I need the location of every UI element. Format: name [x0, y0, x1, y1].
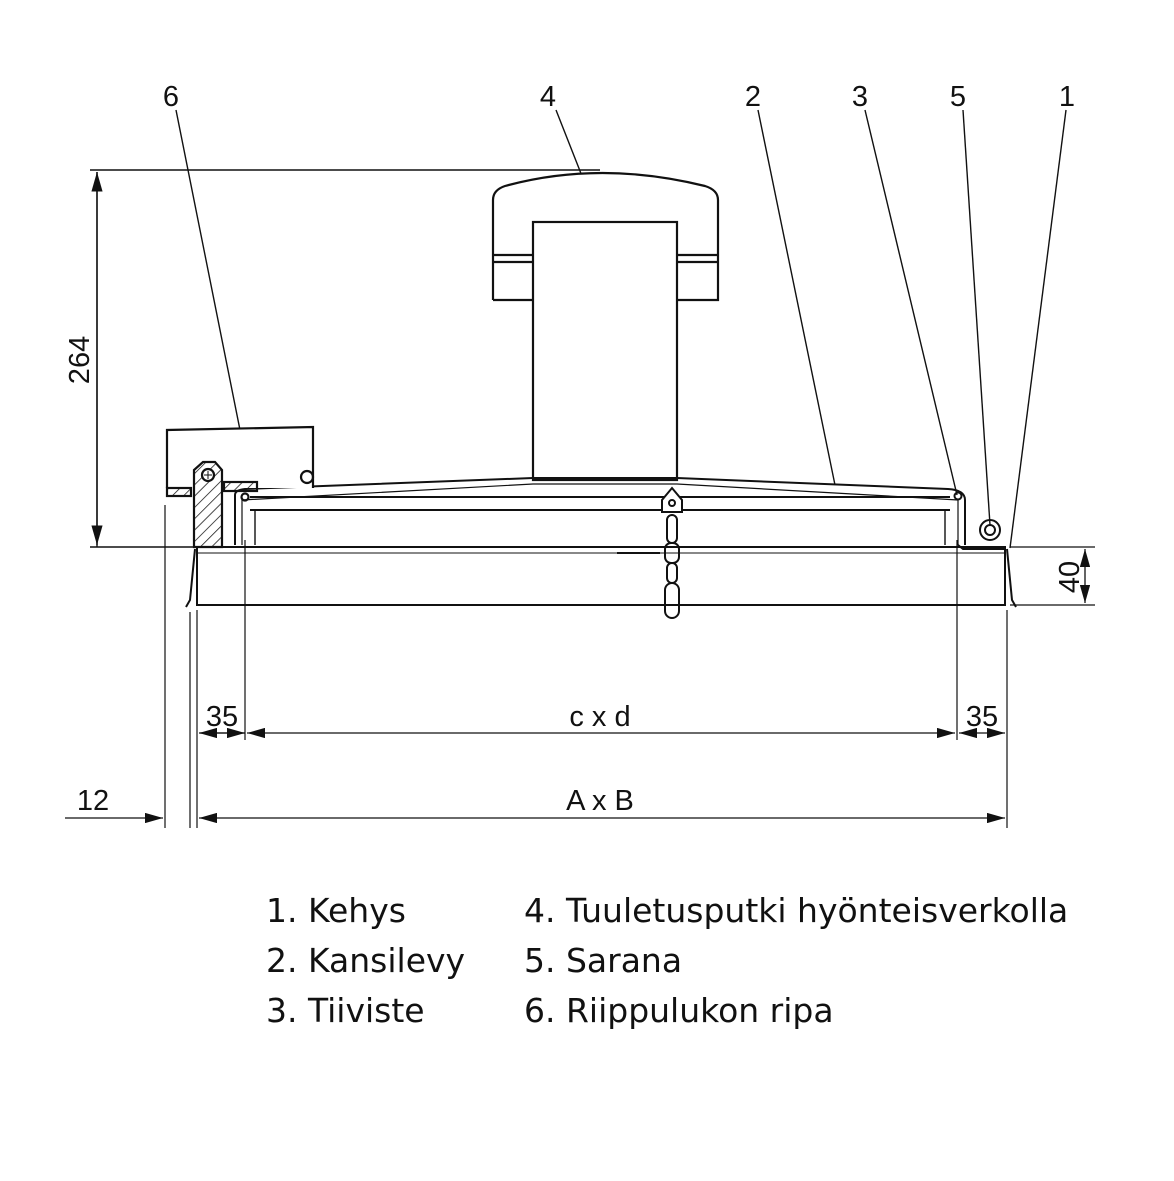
callout-4: 4 [540, 81, 556, 113]
dim-height: 264 [64, 336, 96, 384]
dim-frame-height: 40 [1054, 561, 1086, 593]
dim-margin-left: 35 [206, 701, 238, 733]
dimension-lines [65, 549, 1091, 824]
legend-item: 1. Kehys [266, 891, 406, 930]
legend-right: 4. Tuuletusputki hyönteisverkolla 5. Sar… [524, 886, 1068, 1036]
callout-3: 3 [852, 81, 868, 113]
frame [185, 546, 1017, 608]
legend-item: 4. Tuuletusputki hyönteisverkolla [524, 891, 1069, 930]
legend-item: 3. Tiiviste [266, 991, 425, 1030]
dim-margin-right: 35 [966, 701, 998, 733]
callout-1: 1 [1059, 81, 1075, 113]
dim-outer: A x B [566, 785, 634, 817]
cover-plate [234, 477, 966, 545]
legend-left: 1. Kehys 2. Kansilevy 3. Tiiviste [266, 886, 465, 1036]
callout-leaders [175, 109, 1067, 549]
chain [661, 486, 683, 619]
vent-pipe [491, 171, 720, 482]
callout-5: 5 [950, 81, 966, 113]
dim-offset: 12 [77, 785, 109, 817]
legend-item: 6. Riippulukon ripa [524, 991, 834, 1030]
legend-item: 5. Sarana [524, 941, 683, 980]
extension-lines [164, 505, 1095, 828]
dim-inner: c x d [569, 701, 630, 733]
callout-2: 2 [745, 81, 761, 113]
padlock-hasp [165, 425, 315, 549]
callout-6: 6 [163, 81, 179, 113]
height-dimension [90, 169, 600, 548]
hinge [953, 491, 1005, 550]
legend-item: 2. Kansilevy [266, 941, 466, 980]
